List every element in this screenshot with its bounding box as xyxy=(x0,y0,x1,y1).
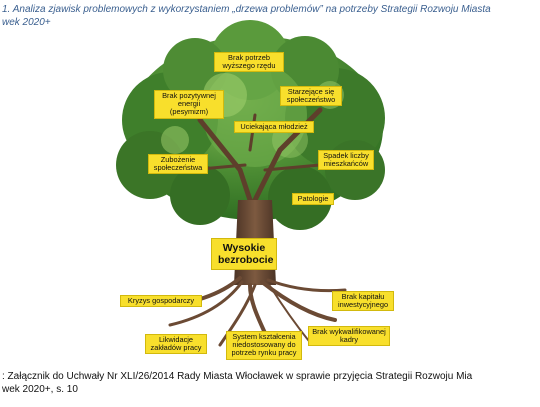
label-kryzys-gospodarczy: Kryzys gospodarczy xyxy=(120,295,202,308)
label-patologie: Patologie xyxy=(292,193,334,206)
label-uciekajaca-mlodziez: Uciekająca młodzież xyxy=(234,121,314,134)
label-likwidacje-zakladow: Likwidacje zakładów pracy xyxy=(145,334,207,355)
label-wysokie-bezrobocie: Wysokie bezrobocie xyxy=(211,238,277,270)
caption-line-1: 1. Analiza zjawisk problemowych z wykorz… xyxy=(2,4,491,15)
source-line-2: wek 2020+, s. 10 xyxy=(2,384,78,395)
label-brak-potrzeb: Brak potrzeb wyższego rzędu xyxy=(214,52,284,73)
label-starzejace-sie-spoleczenstwo: Starzejące się społeczeństwo xyxy=(280,86,342,107)
source-note: : Załącznik do Uchwały Nr XLI/26/2014 Ra… xyxy=(2,370,538,396)
label-system-ksztalcenia: System kształcenia niedostosowany do pot… xyxy=(226,331,302,360)
label-spadek-liczby-mieszkancow: Spadek liczby mieszkańców xyxy=(318,150,374,171)
label-zubozenie-spoleczenstwa: Zubożenie społeczeństwa xyxy=(148,154,208,175)
figure-caption: 1. Analiza zjawisk problemowych z wykorz… xyxy=(2,3,538,29)
label-brak-pozytywnej-energii: Brak pozytywnej energii (pesymizm) xyxy=(154,90,224,119)
caption-line-2: wek 2020+ xyxy=(2,17,51,28)
label-brak-kapitalu: Brak kapitału inwestycyjnego xyxy=(332,291,394,312)
source-line-1: : Załącznik do Uchwały Nr XLI/26/2014 Ra… xyxy=(2,371,473,382)
label-brak-wykwalifikowanej-kadry: Brak wykwalifikowanej kadry xyxy=(308,326,390,347)
